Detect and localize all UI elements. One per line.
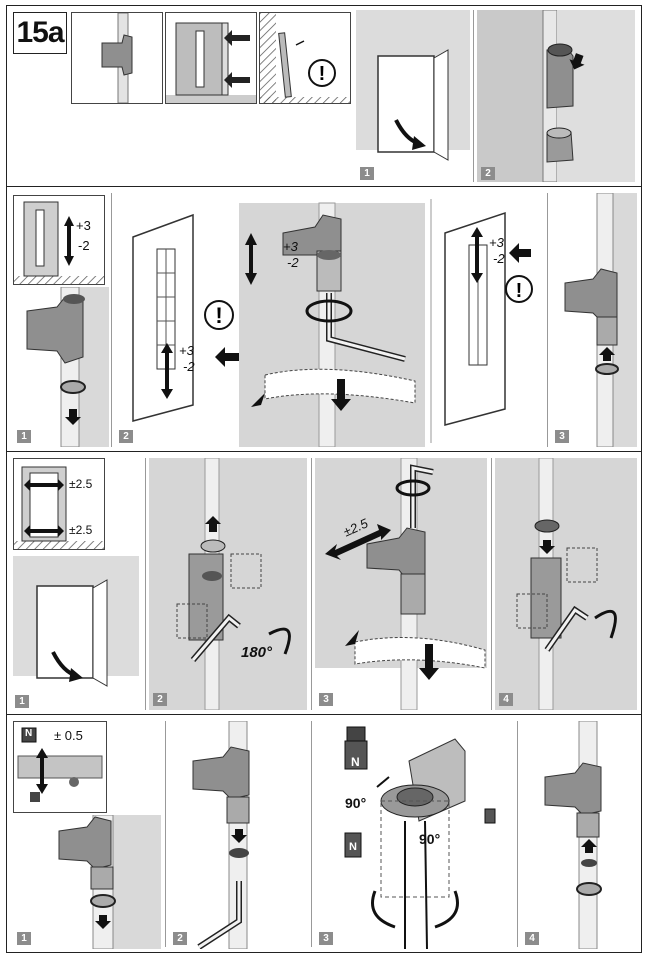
row-lateral-adjust: ±2.5 ±2.5 1 — [7, 452, 641, 715]
label-minus: -2 — [78, 238, 90, 253]
step-badge: 4 — [499, 693, 513, 706]
row-vertical-adjust: +3 -2 1 ! — [7, 187, 641, 452]
thumb-door-arrows — [165, 12, 257, 104]
magnet-label: N — [25, 728, 33, 739]
label-angle: 180° — [241, 644, 273, 661]
divider — [517, 721, 518, 947]
label-minus: -2 — [183, 359, 195, 374]
label-plus: +3 — [179, 343, 194, 358]
label-pressure: ± 0.5 — [54, 728, 83, 743]
svg-text:!: ! — [516, 280, 523, 302]
label-plus: +3 — [76, 218, 91, 233]
label-angle: 90° — [419, 831, 441, 847]
magnet-label: N — [351, 755, 360, 769]
step-badge: 2 — [173, 932, 187, 945]
divider — [165, 721, 166, 947]
panel-row4-step2: 2 — [169, 721, 307, 949]
section-title: 15a — [13, 12, 67, 54]
step-badge: 2 — [119, 430, 133, 443]
label-angle: 90° — [345, 795, 367, 811]
panel-row4-step1: 1 — [13, 815, 161, 949]
step-badge: 1 — [15, 695, 29, 708]
panel-row1-step1: 1 — [356, 10, 470, 182]
svg-text:!: ! — [215, 303, 222, 328]
step-badge: 2 — [481, 167, 495, 180]
step-badge: 1 — [17, 932, 31, 945]
step-badge: 1 — [17, 430, 31, 443]
label-minus: -2 — [493, 251, 505, 266]
thumb-warning: ! — [259, 12, 351, 104]
label-plus: +3 — [283, 239, 298, 254]
step-badge: 4 — [525, 932, 539, 945]
divider — [145, 458, 146, 710]
magnet-label: N — [349, 841, 357, 853]
panel-row2-step2: ! ! — [115, 193, 535, 447]
inset-door-vertical: +3 -2 — [13, 195, 105, 285]
divider — [311, 721, 312, 947]
step-badge: 1 — [360, 167, 374, 180]
step-badge: 3 — [319, 693, 333, 706]
panel-row4-step4: 4 — [521, 721, 637, 949]
panel-row4-step3: N N 90° 90° 3 — [315, 721, 513, 949]
label-lateral: ±2.5 — [69, 523, 93, 537]
step-badge: 3 — [555, 430, 569, 443]
panel-row2-step1: 1 — [13, 287, 109, 447]
panel-row3-step2: 180° 2 — [149, 458, 307, 710]
label-minus: -2 — [287, 255, 299, 270]
step-badge: 2 — [153, 693, 167, 706]
panel-row3-step1: 1 — [13, 556, 139, 710]
thumb-hinge — [71, 12, 163, 104]
row-contact-pressure: N ± 0.5 1 2 — [7, 715, 641, 952]
label-plus: +3 — [489, 235, 504, 250]
inset-door-lateral: ±2.5 ±2.5 — [13, 458, 105, 550]
panel-row2-step3: 3 — [551, 193, 637, 447]
inset-pressure: N ± 0.5 — [13, 721, 107, 813]
panel-row3-step3: ±2.5 3 — [315, 458, 487, 710]
step-badge: 3 — [319, 932, 333, 945]
divider — [491, 458, 492, 710]
label-lateral: ±2.5 — [69, 477, 93, 491]
svg-text:!: ! — [319, 63, 326, 85]
divider — [311, 458, 312, 710]
divider — [547, 193, 548, 447]
panel-row3-step4: 4 — [495, 458, 637, 710]
divider — [111, 193, 112, 447]
divider — [473, 10, 474, 182]
row-15a-overview: 15a — [7, 6, 641, 187]
instruction-sheet: 15a — [6, 5, 642, 953]
panel-row1-step2: 2 — [477, 10, 635, 182]
